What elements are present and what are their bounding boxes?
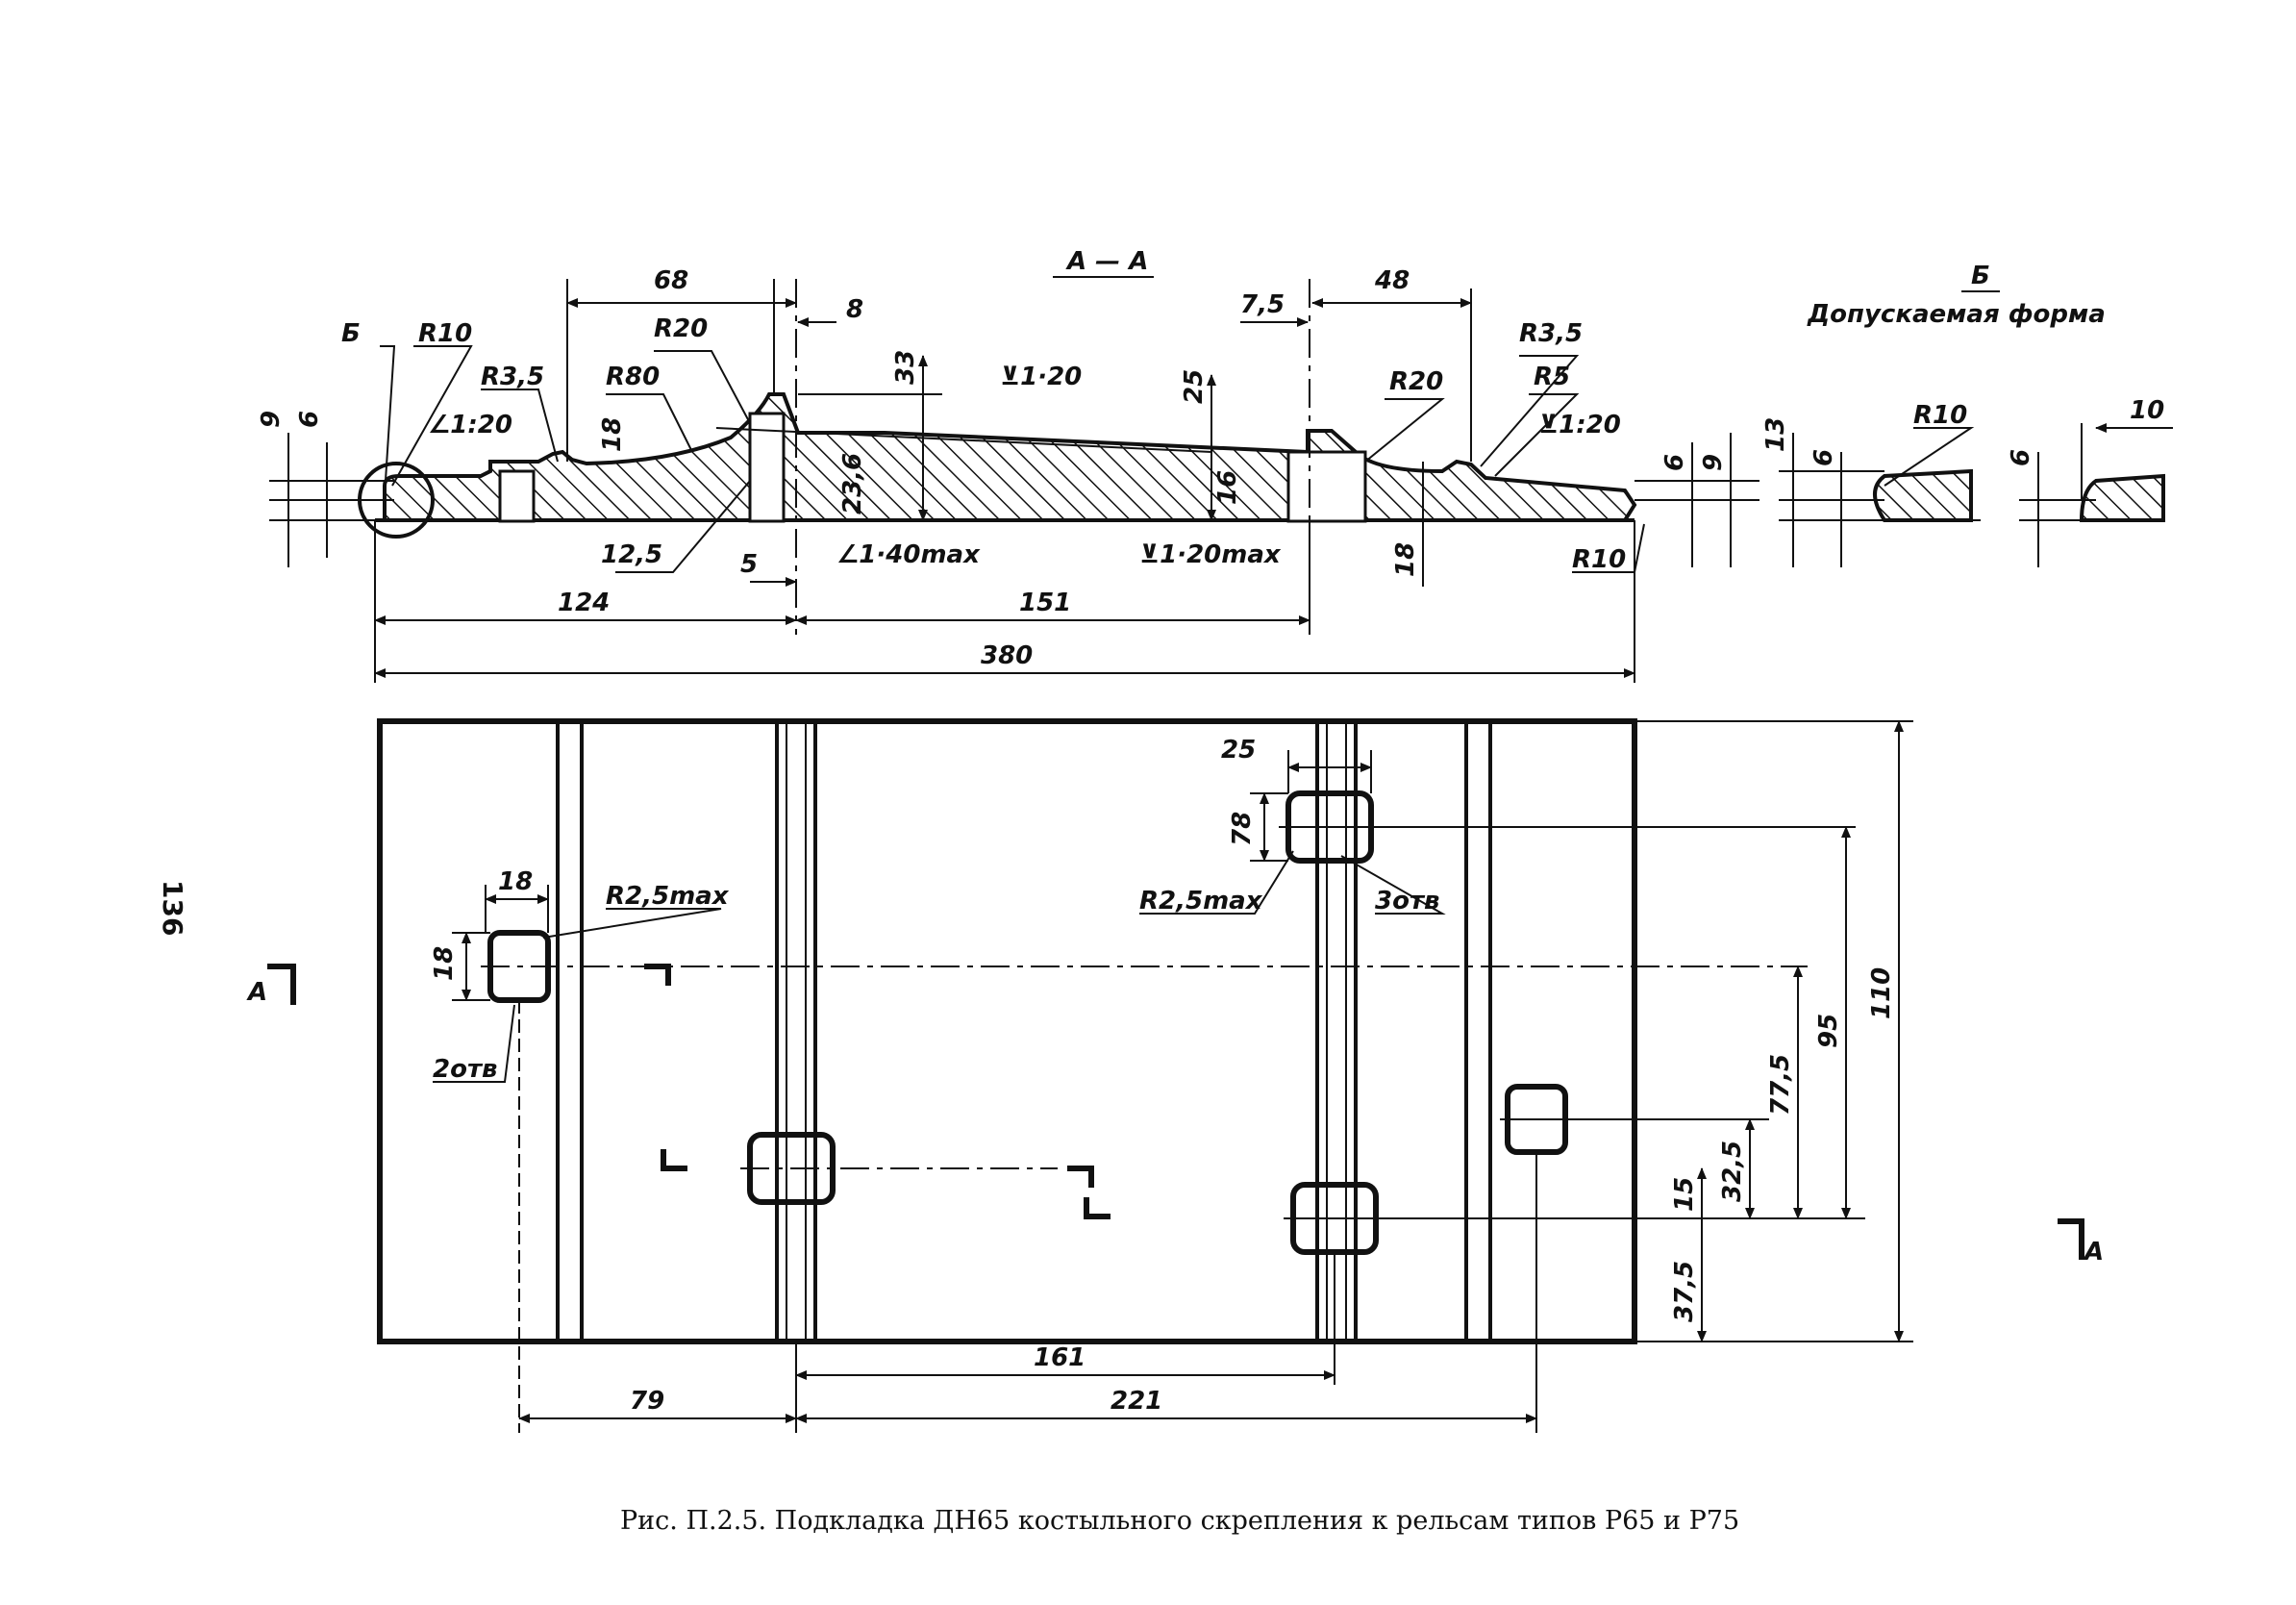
- dim-label-33: 33: [891, 350, 920, 385]
- plan-outline: [377, 718, 1637, 1344]
- hole-gap: [498, 469, 536, 523]
- radius-r10: R10: [418, 319, 472, 348]
- detail-a-radius: R10: [1913, 401, 1967, 430]
- detail-b-shape: [2079, 473, 2165, 522]
- dim-label-68: 68: [654, 266, 688, 295]
- slope-1-40max: ∠1·40max: [836, 540, 981, 569]
- leader-r10: [391, 345, 473, 487]
- plan-view: А А: [246, 718, 2104, 1433]
- hole-left-height: 18: [430, 946, 459, 981]
- radius-r20-right: R20: [1389, 367, 1443, 396]
- leader-3otv: [1340, 855, 1446, 915]
- slope-1-20: ⊻1·20: [1000, 363, 1082, 391]
- section-title: А — А: [1065, 247, 1148, 276]
- cut-mark: [1067, 1166, 1094, 1188]
- dim-label-48: 48: [1374, 266, 1410, 295]
- dim-label-161: 161: [1034, 1343, 1086, 1372]
- slope-line: [715, 427, 1212, 453]
- hole-gap: [1286, 450, 1367, 523]
- section-view: [269, 279, 1759, 683]
- hole-right-height: 78: [1228, 812, 1257, 846]
- hole-left-note: 2отв: [433, 1055, 497, 1084]
- page-number: 136: [157, 880, 188, 936]
- cut-mark: [1084, 1197, 1111, 1219]
- leader-r10-detail: [1884, 427, 1975, 487]
- slope-1-20max: ⊻1·20max: [1139, 540, 1282, 569]
- dim-label-18-right: 18: [1391, 542, 1420, 577]
- dim-label-37-5: 37,5: [1670, 1261, 1699, 1322]
- section-arrow-left: [267, 964, 296, 1005]
- leader-r35-right: [1480, 355, 1580, 467]
- hole-right-width: 25: [1221, 736, 1256, 765]
- leader-r2-5-right: [1139, 850, 1294, 915]
- dim-label-16: 16: [1213, 470, 1242, 505]
- dim-label-221: 221: [1111, 1387, 1162, 1416]
- slope-1-20-left: ∠1:20: [428, 411, 512, 439]
- detail-a-h1: 13: [1761, 417, 1790, 452]
- dim-label-18: 18: [598, 417, 627, 452]
- dim-label-124: 124: [558, 589, 610, 617]
- radius-r20: R20: [654, 314, 708, 343]
- cut-mark-right: А: [2083, 1238, 2104, 1266]
- cut-mark: [661, 1149, 687, 1171]
- dim-label-6-right: 6: [1660, 454, 1689, 471]
- dim-label-79: 79: [630, 1387, 664, 1416]
- hole-right-radius: R2,5max: [1139, 887, 1263, 915]
- mark-b: Б: [341, 319, 361, 348]
- dim-label-151: 151: [1019, 589, 1071, 617]
- dim-label-9-right: 9: [1699, 454, 1728, 471]
- slope-1-20-right: ⊻1:20: [1538, 411, 1621, 439]
- dim-label-8: 8: [846, 295, 863, 324]
- section-texts: А — А 68 8 7,5 48 33 25 Б R10 R3,5 R80 R…: [257, 247, 1728, 670]
- cut-mark-left: А: [246, 978, 267, 1007]
- dim-label-380: 380: [981, 641, 1033, 670]
- detail-b-h: 6: [2007, 449, 2035, 466]
- radius-r80: R80: [606, 363, 660, 391]
- plan-texts: 18 18 R2,5max 2отв 25 78 R2,5max 3отв 11…: [430, 736, 1896, 1416]
- hole-left-radius: R2,5max: [606, 882, 730, 911]
- dim-label-9-left: 9: [257, 411, 286, 428]
- dim-label-12-5: 12,5: [601, 540, 662, 569]
- hole-right-note: 3отв: [1375, 887, 1439, 915]
- detail-title: Допускаемая форма: [1807, 300, 2106, 329]
- leader-r10-right: [1572, 523, 1645, 573]
- leader-r2-5-left: [542, 908, 722, 939]
- leader-b: [380, 345, 396, 496]
- leader-r20: [654, 350, 751, 424]
- detail-a-shape: [1873, 468, 1973, 522]
- dim-label-32-5: 32,5: [1718, 1141, 1747, 1202]
- dim-label-5: 5: [740, 550, 758, 579]
- radius-r10-right: R10: [1572, 545, 1626, 574]
- leader-r35: [481, 389, 559, 463]
- radius-r3-5: R3,5: [481, 363, 544, 391]
- leader-2otv: [433, 1004, 515, 1083]
- leader-12-5: [615, 480, 751, 573]
- hole-left-width: 18: [498, 867, 533, 896]
- dim-label-6-left: 6: [295, 411, 324, 428]
- radius-r3-5-right: R3,5: [1519, 319, 1583, 348]
- dim-label-25: 25: [1180, 369, 1209, 404]
- dim-label-15: 15: [1670, 1177, 1699, 1212]
- dim-label-110: 110: [1867, 967, 1896, 1019]
- leader-r5: [1494, 393, 1580, 477]
- figure-caption: Рис. П.2.5. Подкладка ДН65 костыльного с…: [620, 1506, 1739, 1536]
- detail-mark: Б: [1971, 262, 1990, 290]
- dim-label-7-5: 7,5: [1240, 290, 1285, 319]
- dim-label-77-5: 77,5: [1766, 1054, 1795, 1116]
- dim-label-23-6: 23,6: [838, 453, 867, 514]
- radius-r5: R5: [1534, 363, 1570, 391]
- leader-r20-right: [1364, 398, 1445, 463]
- leader-r80: [606, 393, 693, 453]
- detail-view: Б Допускаемая форма 13 6 R10 6 10: [1761, 262, 2173, 567]
- detail-b-w: 10: [2130, 396, 2164, 425]
- dim-label-95: 95: [1814, 1014, 1843, 1048]
- cut-mark: [644, 964, 671, 986]
- section-arrow-right: [2058, 1218, 2084, 1260]
- detail-a-h2: 6: [1809, 449, 1838, 466]
- section-body: [383, 392, 1637, 522]
